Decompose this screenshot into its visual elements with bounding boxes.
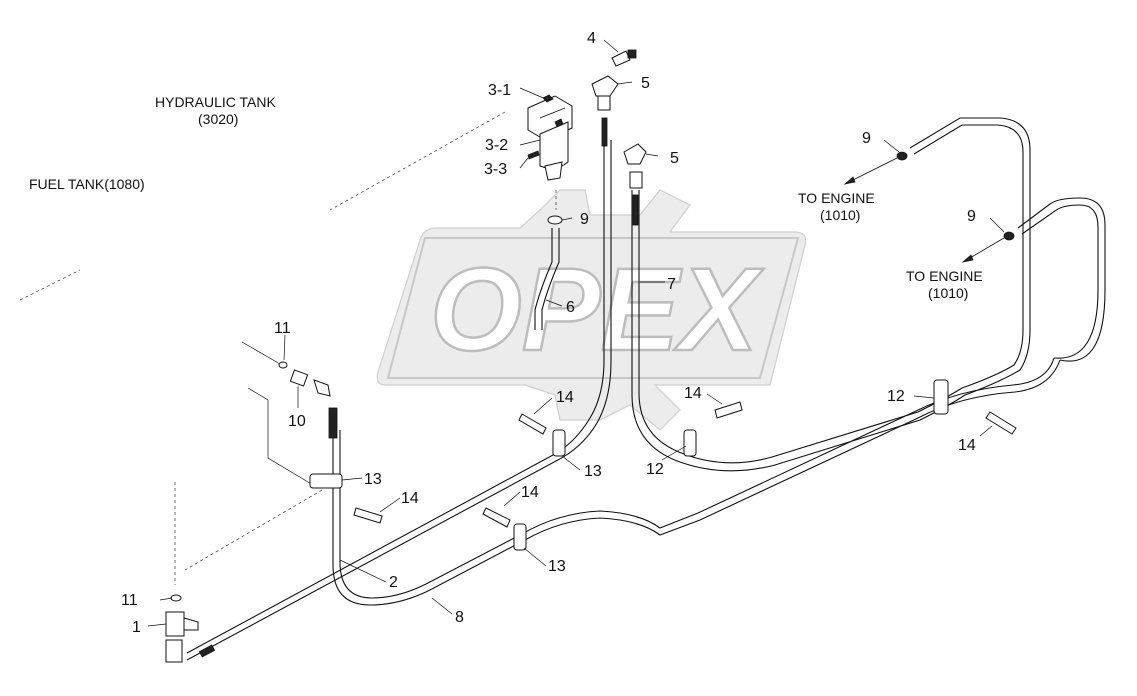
- leader-lines: [147, 39, 1005, 627]
- pipe-7-engine-line: [631, 117, 1106, 472]
- callout-13-lower: 13: [548, 558, 566, 575]
- fitting-10: [289, 369, 338, 439]
- callout-8: 8: [455, 609, 464, 626]
- o-ring-11-bottom: [170, 594, 182, 602]
- fitting-4: [611, 49, 637, 67]
- engine-connector-a: [843, 151, 908, 185]
- to-engine-label-a: TO ENGINE (1010): [798, 190, 875, 223]
- callout-14-right-mid: 14: [684, 385, 702, 402]
- callout-13-center: 13: [584, 463, 602, 480]
- callout-10: 10: [288, 413, 306, 430]
- callout-4: 4: [587, 30, 596, 47]
- fuel-tank-label: FUEL TANK(1080): [29, 176, 145, 192]
- to-engine-label-a-line1: TO ENGINE: [798, 190, 875, 206]
- opex-watermark: OPEX: [376, 189, 807, 431]
- elbow-fitting-5-top: [591, 75, 619, 147]
- hydraulic-tank-label-line2: (3020): [198, 111, 238, 127]
- callout-labels: 4 3-1 5 3-2 5 3-3 9 9 9 7 6 11 10 14 14 …: [121, 30, 976, 636]
- clamp-12-mid: [683, 429, 697, 457]
- bolt-14-right-mid: [714, 401, 743, 419]
- callout-7: 7: [667, 276, 676, 293]
- clamp-13-lower: [513, 523, 527, 551]
- callout-14-lower: 14: [521, 484, 539, 501]
- hydraulic-tank-label-line1: HYDRAULIC TANK: [155, 94, 277, 110]
- callout-6: 6: [566, 299, 575, 316]
- pipe-6-filter-hose: [534, 228, 560, 330]
- clamp-13-left: [309, 473, 343, 489]
- callout-2: 2: [389, 574, 398, 591]
- clamp-13-center: [552, 429, 566, 457]
- bolt-14-left: [353, 507, 383, 524]
- callout-3-2: 3-2: [485, 137, 508, 154]
- pipe-8-return: [332, 357, 1061, 606]
- to-engine-label-b-line1: TO ENGINE: [906, 268, 983, 284]
- o-ring-9-filter: [547, 215, 563, 225]
- callout-9-engine-a: 9: [862, 130, 871, 147]
- bolt-14-lower: [482, 507, 511, 528]
- callout-14-center: 14: [556, 389, 574, 406]
- callout-5-mid: 5: [670, 150, 679, 167]
- callout-14-left: 14: [401, 490, 419, 507]
- callout-12-right: 12: [887, 388, 905, 405]
- callout-3-3: 3-3: [484, 161, 507, 178]
- reference-lines: [19, 111, 557, 585]
- to-engine-label-b: TO ENGINE (1010): [906, 268, 983, 301]
- fuel-filter-assembly: [527, 94, 573, 181]
- clamp-12-right: [933, 379, 949, 415]
- callout-11-top: 11: [274, 320, 291, 337]
- elbow-fitting-5-mid: [623, 143, 647, 226]
- callout-5-top: 5: [641, 75, 650, 92]
- hydraulic-tank-label: HYDRAULIC TANK (3020): [155, 94, 277, 127]
- callout-11-bottom: 11: [121, 592, 138, 609]
- engine-connector-b: [961, 231, 1015, 263]
- callout-12-mid: 12: [646, 461, 664, 478]
- tee-fitting-1: [165, 611, 216, 663]
- callout-9-filter: 9: [580, 211, 589, 228]
- bolt-14-center: [518, 413, 547, 435]
- to-engine-label-b-line2: (1010): [928, 285, 968, 301]
- callout-13-left: 13: [364, 471, 382, 488]
- callout-3-1: 3-1: [488, 82, 511, 99]
- callout-14-far-right: 14: [958, 437, 976, 454]
- o-ring-11-top: [278, 361, 288, 369]
- callout-9-engine-b: 9: [967, 208, 976, 225]
- watermark-text: OPEX: [430, 244, 764, 376]
- callout-1: 1: [132, 619, 141, 636]
- to-engine-label-a-line2: (1010): [820, 207, 860, 223]
- bolt-14-far-right: [985, 411, 1017, 435]
